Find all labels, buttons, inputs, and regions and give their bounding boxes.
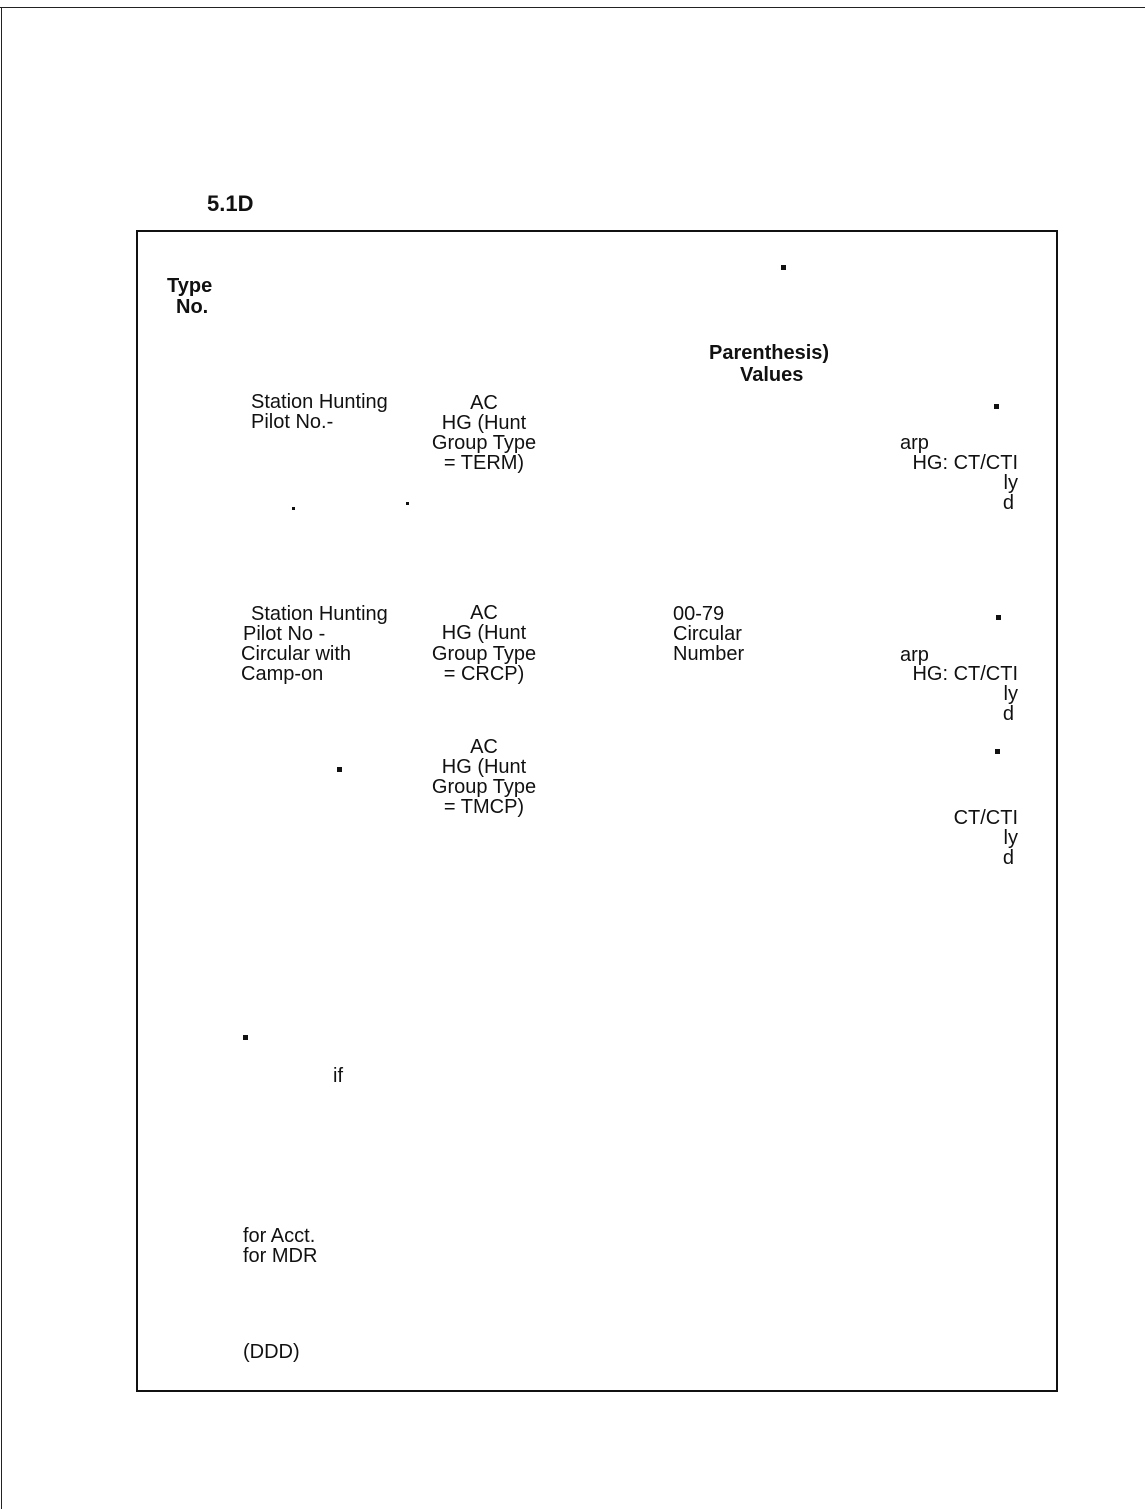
- row3-condition-line2: HG (Hunt: [441, 756, 527, 778]
- row3-condition-line4: = TMCP): [443, 796, 525, 818]
- mdr-fragment: for MDR: [243, 1245, 318, 1267]
- row2-remark-line4: d: [1002, 703, 1014, 725]
- row2-condition-line3: Group Type: [431, 643, 537, 665]
- row3-name-mark: [337, 767, 342, 772]
- acct-fragment: for Acct.: [243, 1225, 316, 1247]
- row2-condition-line1: AC: [470, 602, 498, 624]
- table-frame: [136, 230, 1058, 1392]
- row3-condition-line3: Group Type: [431, 776, 537, 798]
- row2-condition-line2: HG (Hunt: [441, 622, 527, 644]
- row2-value-line2: Circular: [673, 623, 742, 645]
- parenthesis-header: Parenthesis): [709, 342, 830, 364]
- left-rule: [1, 8, 2, 1509]
- row1-remark-line4: d: [1002, 492, 1014, 514]
- row3-remark-line3: d: [1002, 847, 1014, 869]
- row1-remark-line2: HG: CT/CTI: [912, 452, 1018, 474]
- top-rule: [0, 7, 1145, 8]
- row1-condition-line1: AC: [470, 392, 498, 414]
- row2-value-line1: 00-79: [673, 603, 725, 625]
- row3-condition-line1: AC: [470, 736, 498, 758]
- row1-condition-line4: = TERM): [443, 452, 525, 474]
- if-fragment: if: [333, 1065, 343, 1087]
- lower-mark: [243, 1035, 248, 1040]
- row1-tick-left: [292, 507, 295, 510]
- row2-condition-line4: = CRCP): [443, 663, 525, 685]
- row1-name-line1: Station Hunting: [251, 391, 388, 413]
- row2-name-line4: Camp-on: [241, 663, 324, 685]
- values-header: Values: [740, 364, 804, 386]
- row1-name-line2: Pilot No.-: [251, 411, 334, 433]
- row2-name-line1: Station Hunting: [251, 603, 388, 625]
- row2-name-line3: Circular with: [241, 643, 352, 665]
- row1-tick-right: [406, 502, 409, 505]
- row2-remark-line2: HG: CT/CTI: [912, 663, 1018, 685]
- no-header: No.: [176, 296, 209, 318]
- row1-mark: [994, 404, 999, 409]
- type-header: Type: [167, 275, 213, 297]
- row3-remark-line2: ly: [1003, 827, 1018, 849]
- row2-name-line2: Pilot No -: [243, 623, 326, 645]
- row1-condition-line3: Group Type: [431, 432, 537, 454]
- row1-condition-line2: HG (Hunt: [441, 412, 527, 434]
- header-mark: [781, 265, 786, 270]
- ddd-fragment: (DDD): [243, 1341, 300, 1363]
- row3-remark-line1: CT/CTI: [953, 807, 1018, 829]
- row1-remark-line1: arp: [900, 432, 929, 454]
- row3-mark: [995, 749, 1000, 754]
- row1-remark-line3: ly: [1003, 472, 1018, 494]
- row2-remark-line3: ly: [1003, 683, 1018, 705]
- row2-mark: [996, 615, 1001, 620]
- row2-value-line3: Number: [673, 643, 745, 665]
- row2-remark-line1: arp: [900, 644, 929, 666]
- section-label: 5.1D: [207, 191, 254, 216]
